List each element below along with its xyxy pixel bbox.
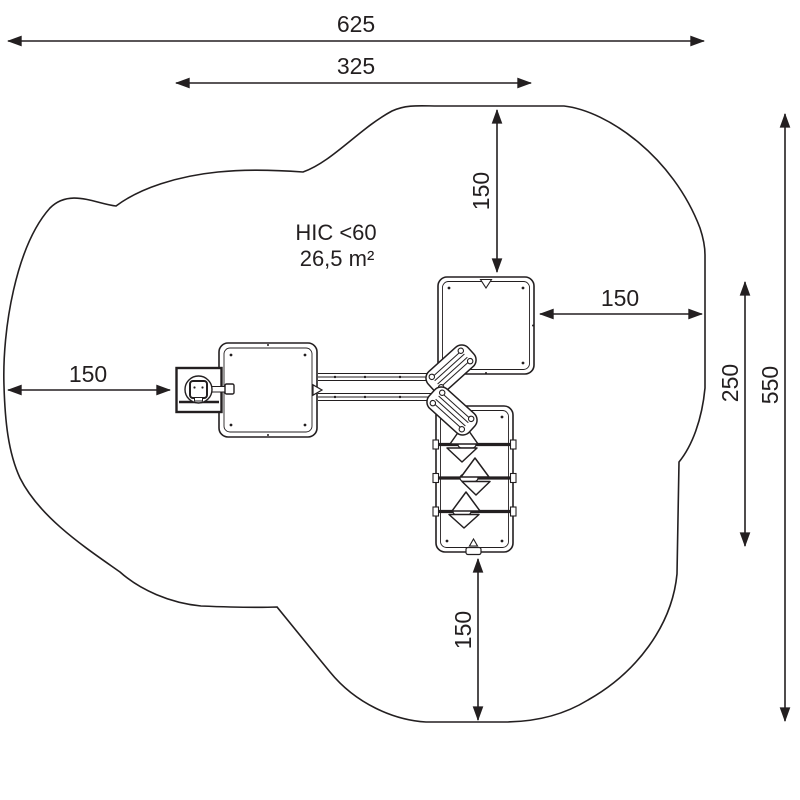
dimension-label: 150 [601, 285, 639, 311]
dimension-label: 150 [468, 172, 494, 210]
dimension-clearance-right: 150 [538, 285, 704, 320]
bolt-dot [303, 423, 307, 427]
bolt-dot [521, 361, 525, 365]
bolt-dot [303, 353, 307, 357]
dimension-clearance-bottom: 150 [450, 557, 484, 722]
ramp-upper [425, 344, 477, 394]
ramp-lower [426, 386, 478, 436]
dimension-label: 625 [337, 11, 375, 37]
dimension-label: 150 [450, 611, 476, 649]
dimension-overall-width: 625 [6, 11, 706, 47]
hic-rating-label: HIC <60 [295, 220, 376, 245]
climbing-frame [432, 405, 517, 556]
bolt-dot [447, 286, 451, 290]
dimension-inner-width: 325 [174, 53, 533, 89]
dimension-label: 550 [757, 366, 783, 404]
bolt-dot [229, 353, 233, 357]
bolt-dot [229, 423, 233, 427]
bolt-dot [445, 539, 449, 543]
steering-panel [175, 366, 235, 414]
entry-pointer [479, 278, 493, 290]
dimension-overall-depth: 550 [757, 112, 791, 723]
bridge-attach-pointer [312, 383, 324, 397]
dimension-clearance-left: 150 [6, 361, 172, 396]
safety-zone-outline [3, 104, 706, 723]
dimension-clearance-top: 150 [468, 108, 503, 274]
dimension-equipment-depth: 250 [717, 280, 751, 548]
climbing-holds [446, 423, 491, 529]
bolt-dot [500, 539, 504, 543]
dimension-label: 325 [337, 53, 375, 79]
bridge [318, 372, 435, 402]
dimension-label: 250 [717, 364, 743, 402]
safety-area-label: 26,5 m² [300, 246, 375, 271]
bolt-dot [521, 286, 525, 290]
bolt-dot [500, 415, 504, 419]
dimension-label: 150 [69, 361, 107, 387]
